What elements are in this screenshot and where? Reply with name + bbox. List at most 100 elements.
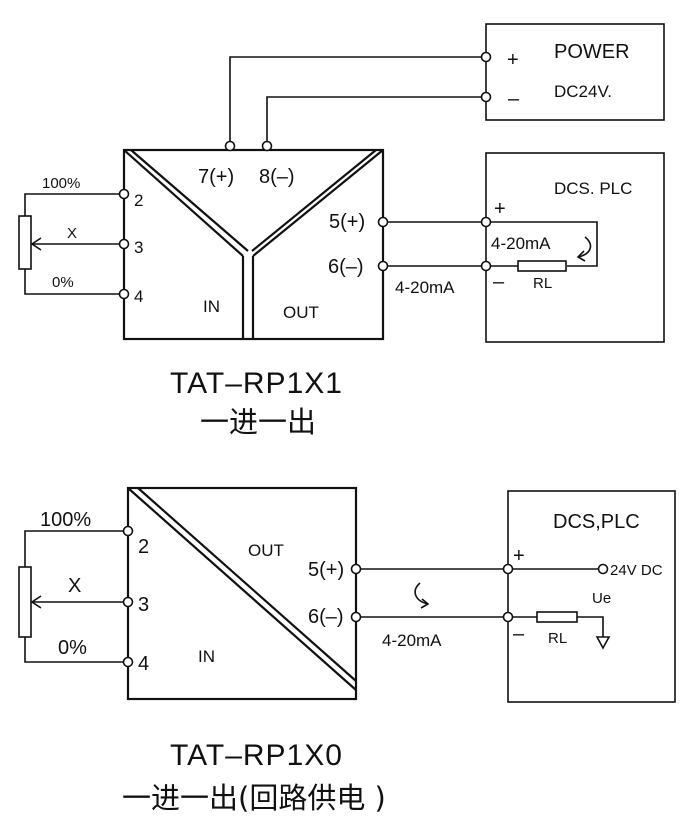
terminal-2 [118,188,130,200]
pot-bottom-wire [24,637,123,663]
current-arrow-head-icon [420,598,430,609]
terminal-3 [118,238,130,250]
power-box-frame [485,23,665,121]
terminal-8 [261,140,273,152]
power-plus-wire [229,56,481,141]
terminal-5-label: 5(+) [308,559,344,581]
pot-wiper-arrow [30,595,42,609]
module-out-label: OUT [248,541,284,560]
power-minus-wire [266,96,481,141]
dcs-minus-terminal [502,611,514,623]
dcs-minus-sign: – [513,623,525,645]
terminal-3 [122,596,134,608]
module-in-label: IN [198,647,215,666]
current-arrow-icon [414,582,429,605]
power-plus-sign: + [507,49,519,71]
power-title: POWER [554,41,630,63]
terminal-3-label: 3 [138,594,149,616]
terminal-6 [350,611,362,623]
power-minus-terminal [480,91,492,103]
module-diagonal-a [127,487,357,691]
loop-arrow-head-icon [576,250,586,262]
module-divider-left-inner [130,149,249,252]
dcs-plc-box: DCS. PLC + – RL 4-20mA [480,152,665,343]
input-potentiometer: 100% X 0% 2 3 4 [18,509,149,675]
dcs-loop-current-label: 4-20mA [491,234,551,253]
output-wiring: 5(+) 6(–) 4-20mA [308,559,503,650]
dcs-resistor-label: RL [533,275,552,292]
terminal-7 [224,140,236,152]
dcs-resistor-label: RL [548,630,567,647]
terminal-5 [350,563,362,575]
dcs-ue-label: Ue [592,590,611,607]
diagram-rp1x1: + POWER – DC24V. 7(+) 8(–) IN OUT [18,23,665,439]
dcs-supply-label: 24V DC [610,562,663,579]
dcs-minus-terminal [480,260,492,272]
dcs-minus-sign: – [493,271,505,293]
terminal-2-label: 2 [134,191,143,210]
caption-model: TAT–RP1X1 [170,367,343,400]
caption-model: TAT–RP1X0 [170,739,343,772]
input-x-label: X [67,225,77,242]
potentiometer-body [18,215,32,270]
terminal-2 [122,525,134,537]
dcs-resistor-wire-right [577,616,604,637]
dcs-plus-terminal [502,563,514,575]
input-0-label: 0% [58,637,87,659]
caption-description: 一进一出(回路供电 ) [122,781,386,815]
output-wiring: 5(+) 6(–) 4-20mA [328,211,482,297]
dcs-resistor [536,611,578,623]
input-x-label: X [68,575,81,597]
dcs-loop-wire-top [490,221,598,267]
module-out-label: OUT [283,303,319,322]
module-divider-right [252,149,384,257]
dcs-title: DCS,PLC [553,511,640,533]
terminal-3-label: 3 [134,238,143,257]
module-divider-left [123,149,244,257]
terminal-8-label: 8(–) [259,166,295,188]
module-rp1x0: OUT IN [126,486,358,701]
dcs-supply-terminal [597,563,609,575]
power-minus-sign: – [508,88,520,110]
terminal-6-label: 6(–) [328,256,364,278]
terminal-4 [118,288,130,300]
module-rp1x1: 7(+) 8(–) IN OUT [122,140,385,341]
terminal-6 [377,260,389,272]
output-current-label: 4-20mA [382,631,442,650]
power-voltage: DC24V. [554,82,612,101]
dcs-plc-box: DCS,PLC + – 24V DC Ue RL [502,490,676,703]
terminal-7-label: 7(+) [198,166,234,188]
terminal-4-label: 4 [138,653,149,675]
input-potentiometer: 100% X 0% 2 3 4 [18,175,143,306]
terminal-2-label: 2 [138,536,149,558]
power-plus-terminal [480,51,492,63]
input-100-label: 100% [40,509,91,531]
potentiometer-body [18,566,32,638]
diagram-rp1x0: OUT IN 100% X 0% 2 3 4 5(+) 6(–) [18,486,676,815]
dcs-title: DCS. PLC [554,179,632,198]
pot-top-wire [24,530,123,567]
module-frame [126,486,358,701]
power-supply-box: + POWER – DC24V. [480,23,665,121]
terminal-4-label: 4 [134,287,143,306]
dcs-plus-sign: + [513,545,525,567]
terminal-6-label: 6(–) [308,606,344,628]
module-diagonal-b [137,487,357,682]
dcs-resistor [517,260,567,272]
ground-icon [595,636,611,650]
caption-description: 一进一出 [200,405,316,439]
input-0-label: 0% [52,274,74,291]
dcs-box-frame [507,490,676,703]
output-current-label: 4-20mA [395,278,455,297]
terminal-5-label: 5(+) [329,211,365,233]
loop-arrow-icon [577,236,592,258]
terminal-5 [377,216,389,228]
module-in-label: IN [203,297,220,316]
pot-wiper-arrow [30,237,42,251]
terminal-4 [122,656,134,668]
pot-top-wire [24,193,119,216]
dcs-plus-sign: + [494,198,506,220]
dcs-box-frame [485,152,665,343]
pot-bottom-wire [24,269,119,295]
